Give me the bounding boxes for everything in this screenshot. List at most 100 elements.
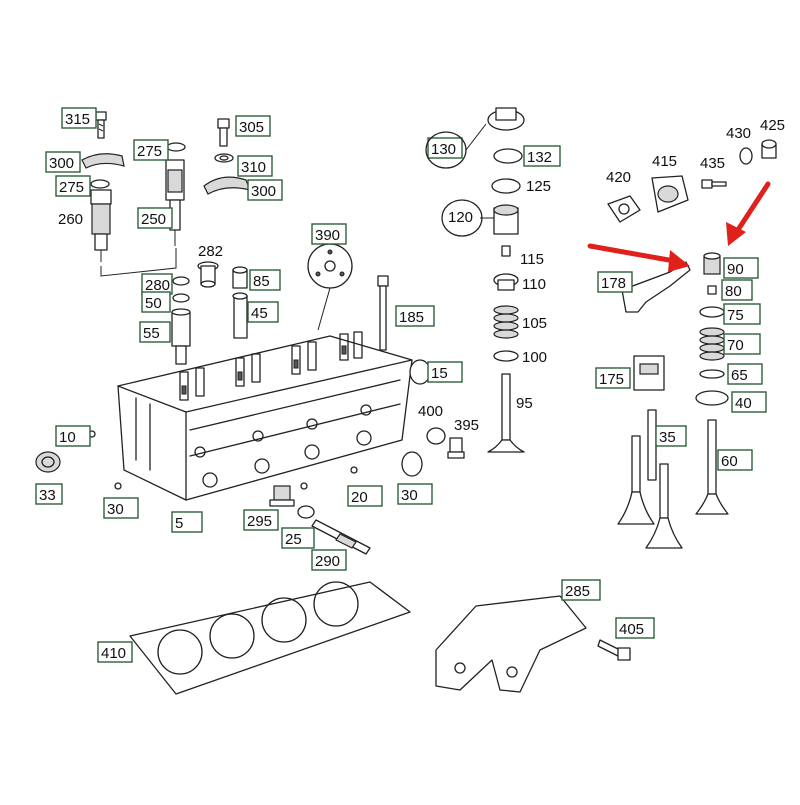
part-label-420: 420 (606, 169, 631, 186)
cap-part-120 (480, 204, 519, 235)
part-label-box-185: 185 (395, 305, 435, 327)
part-label-box-305: 305 (235, 115, 271, 137)
head-gasket-part-180 (129, 581, 411, 695)
part-label-15: 15 (431, 365, 448, 382)
washer-part-430 (739, 147, 753, 165)
part-label-130: 130 (431, 141, 456, 158)
plug-part-425 (761, 139, 777, 159)
part-label-115: 115 (520, 251, 544, 268)
valve-guide-part-85 (232, 266, 248, 289)
key-part-80 (707, 285, 717, 295)
part-label-290: 290 (315, 553, 340, 570)
part-label-390: 390 (315, 227, 340, 244)
part-label-60: 60 (721, 453, 738, 470)
key-part-115 (501, 245, 511, 257)
part-label-55: 55 (143, 325, 160, 342)
sleeve-part-282 (197, 261, 219, 288)
bolt-part-315 (95, 111, 107, 139)
part-label-box-310: 310 (237, 155, 273, 177)
plate-part-420 (607, 195, 641, 223)
part-label-132: 132 (527, 149, 552, 166)
plug-part-25 (401, 451, 423, 477)
part-label-box-25: 25 (281, 527, 315, 549)
part-label-box-65: 65 (727, 363, 763, 385)
valve-part-95 (487, 373, 525, 453)
part-label-95: 95 (516, 395, 533, 412)
part-label-box-300: 300 (45, 151, 81, 173)
part-label-175: 175 (599, 371, 624, 388)
part-label-box-295: 295 (243, 509, 279, 531)
part-label-178: 178 (601, 275, 626, 292)
seat-part-65 (699, 369, 725, 379)
part-label-box-55: 55 (139, 321, 171, 343)
retainer-part-75 (699, 306, 725, 318)
plug-part-295 (269, 485, 295, 507)
bolt-part-435 (701, 179, 727, 189)
part-label-box-15: 15 (427, 361, 463, 383)
part-label-10: 10 (59, 429, 76, 446)
part-label-105: 105 (522, 315, 547, 332)
part-label-box-75: 75 (723, 303, 761, 325)
part-label-box-280: 280 (141, 273, 173, 295)
seal-part-40 (695, 390, 729, 406)
plug-part-15 (409, 359, 431, 385)
washer-part-280 (172, 276, 190, 286)
part-label-box-132: 132 (523, 145, 561, 167)
part-label-box-90: 90 (723, 257, 759, 279)
part-label-box-410: 410 (97, 641, 133, 663)
housing-part-415 (651, 175, 689, 213)
seal-ring-part-275-left (90, 179, 110, 189)
part-label-box-130: 130 (427, 137, 463, 159)
circle-marker-120 (441, 199, 483, 237)
valve-guide-part-45 (232, 292, 248, 339)
part-label-315: 315 (65, 111, 90, 128)
injector-part-250 (165, 159, 185, 246)
part-label-300: 300 (49, 155, 74, 172)
part-label-425: 425 (760, 117, 785, 134)
part-label-box-50: 50 (141, 291, 171, 313)
cap-part-90 (703, 252, 721, 275)
part-label-100: 100 (522, 349, 547, 366)
part-label-395: 395 (454, 417, 479, 434)
ring-part-30-left (114, 482, 122, 490)
bracket-line (100, 248, 177, 277)
part-label-275: 275 (137, 143, 162, 160)
part-label-box-80: 80 (721, 279, 753, 301)
part-label-35: 35 (659, 429, 676, 446)
seal-part-400 (426, 427, 446, 445)
part-label-282: 282 (198, 243, 223, 260)
valve-part-35 (617, 409, 683, 549)
part-label-410: 410 (101, 645, 126, 662)
washer-part-310 (214, 153, 234, 163)
cylinder-head-part-5 (117, 331, 413, 501)
part-label-box-85: 85 (249, 269, 281, 291)
retainer-part-110 (493, 273, 519, 291)
part-label-310: 310 (241, 159, 266, 176)
part-label-box-290: 290 (311, 549, 347, 571)
valve-part-60 (695, 419, 729, 515)
part-label-285: 285 (565, 583, 590, 600)
part-label-box-405: 405 (615, 617, 655, 639)
seal-part-290 (297, 505, 315, 519)
sleeve-part-55 (171, 308, 191, 365)
seal-part-132 (493, 148, 523, 164)
injector-part-260 (90, 189, 112, 262)
seal-part-50 (172, 293, 190, 303)
gear-part-390 (307, 243, 353, 331)
lifter-part-175 (633, 355, 665, 391)
part-label-33: 33 (39, 487, 56, 504)
clamp-part-300-right (203, 176, 251, 195)
part-label-400: 400 (418, 403, 443, 420)
part-label-box-20: 20 (347, 485, 383, 507)
part-label-30: 30 (107, 501, 124, 518)
part-label-275: 275 (59, 179, 84, 196)
part-label-45: 45 (251, 305, 268, 322)
part-label-box-35: 35 (655, 425, 687, 447)
part-label-5: 5 (175, 515, 183, 532)
part-label-185: 185 (399, 309, 424, 326)
part-label-box-33: 33 (35, 483, 63, 505)
part-label-box-250: 250 (137, 207, 173, 229)
part-label-box-45: 45 (247, 301, 279, 323)
